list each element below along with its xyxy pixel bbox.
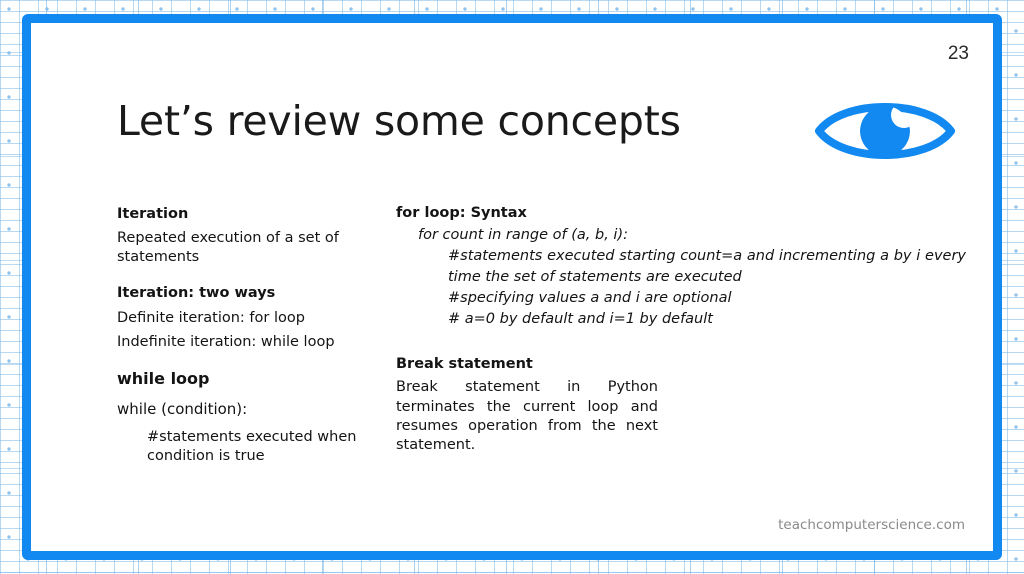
iteration-heading: Iteration	[117, 206, 189, 222]
break-statement-heading: Break statement	[396, 356, 533, 373]
page-number: 23	[947, 43, 969, 64]
two-ways-heading: Iteration: two ways	[117, 285, 276, 302]
footer-site-label: teachcomputerscience.com	[778, 517, 965, 533]
iteration-definition-line-2: statements	[117, 249, 200, 266]
spacer	[396, 330, 966, 347]
for-loop-comment-line-2: time the set of statements are executed	[448, 269, 742, 286]
spacer	[117, 267, 361, 284]
for-loop-comment-line-3: #specifying values a and i are optional	[448, 290, 732, 307]
iteration-definition-line-1: Repeated execution of a set of	[117, 230, 339, 247]
for-loop-comment-line-1: #statements executed starting count=a an…	[448, 248, 966, 265]
left-column: Iteration Repeated execution of a set of…	[117, 205, 361, 466]
two-ways-item-definite: Definite iteration: for loop	[117, 309, 305, 326]
two-ways-item-indefinite: Indefinite iteration: while loop	[117, 333, 335, 350]
while-loop-heading: while loop	[117, 368, 210, 388]
for-loop-heading: for loop: Syntax	[396, 205, 527, 221]
eye-icon	[815, 93, 955, 169]
page-title: Let’s review some concepts	[117, 97, 681, 145]
while-loop-comment-line-2: condition is true	[147, 447, 265, 464]
right-column: for loop: Syntax for count in range of (…	[396, 205, 966, 456]
break-statement-body: Break statement in Python terminates the…	[396, 379, 658, 454]
slide-card: 23 Let’s review some concepts Iteration …	[22, 14, 1002, 560]
for-loop-comment-line-4: # a=0 by default and i=1 by default	[448, 311, 713, 328]
while-loop-comment-line-1: #statements executed when	[147, 428, 357, 445]
spacer	[396, 347, 966, 356]
spacer	[117, 352, 361, 369]
while-loop-syntax: while (condition):	[117, 399, 248, 418]
spacer	[117, 419, 361, 428]
for-loop-signature: for count in range of (a, b, i):	[418, 227, 629, 243]
